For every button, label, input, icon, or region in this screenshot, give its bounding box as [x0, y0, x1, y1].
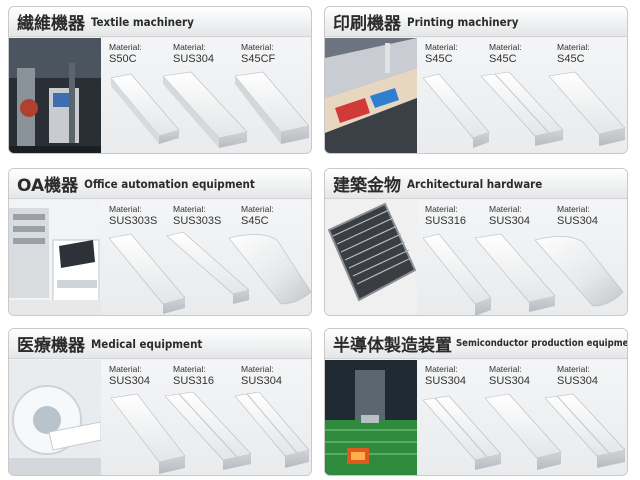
material-item: Material:SUS304 — [489, 364, 530, 387]
panel-header: 印刷機器 Printing machinery — [325, 7, 627, 37]
medical-scanner-photo — [9, 360, 101, 475]
material-item: Material:S45C — [557, 42, 590, 65]
metal-bar-part — [422, 73, 490, 148]
metal-bar-part — [162, 71, 248, 148]
panel-header: OA機器 Office automation equipment — [9, 169, 311, 199]
material-item: Material:SUS304 — [173, 42, 214, 65]
panel-textile-machinery: 繊維機器 Textile machinery Material:S50C Mat… — [8, 6, 312, 154]
metal-parts-illustration — [110, 392, 310, 474]
material-item: Material:S50C — [109, 42, 142, 65]
panel-header: 半導体製造装置 Semiconductor production equipme… — [325, 329, 627, 359]
metal-bar-part — [484, 393, 562, 470]
panel-title-en: Semiconductor production equipment — [456, 338, 628, 349]
architectural-grille-photo — [325, 200, 417, 315]
semiconductor-machine-photo — [325, 360, 417, 475]
metal-parts-illustration — [110, 71, 310, 148]
metal-bar-part — [422, 233, 492, 315]
panel-medical-equipment: 医療機器 Medical equipment Material:SUS304 M… — [8, 328, 312, 476]
panel-title-jp: 半導体製造装置 — [333, 336, 452, 356]
panel-header: 医療機器 Medical equipment — [9, 329, 311, 359]
panel-title-jp: 建築金物 — [333, 176, 401, 196]
panel-title-en: Printing machinery — [407, 14, 519, 29]
panel-title-jp: 医療機器 — [17, 336, 85, 356]
material-item: Material:SUS304 — [241, 364, 282, 387]
materials-area: Material:S45C Material:S45C Material:S45… — [417, 38, 627, 153]
panel-title-jp: OA機器 — [17, 176, 79, 196]
metal-bar-part — [544, 393, 626, 468]
office-equipment-photo — [9, 200, 101, 315]
metal-bar-part — [548, 71, 626, 146]
material-item: Material:SUS304 — [557, 204, 598, 227]
metal-bar-part — [110, 393, 186, 474]
metal-bar-part — [234, 71, 310, 144]
panel-title-en: Medical equipment — [91, 336, 203, 351]
materials-area: Material:SUS303S Material:SUS303S Materi… — [101, 200, 311, 315]
metal-bar-part — [108, 233, 186, 314]
panel-title-en: Architectural hardware — [407, 176, 543, 191]
panel-printing-machinery: 印刷機器 Printing machinery Material:S45C Ma… — [324, 6, 628, 154]
panel-office-automation: OA機器 Office automation equipment Materia… — [8, 168, 312, 316]
metal-bar-part — [422, 395, 502, 470]
metal-parts-illustration — [422, 233, 624, 315]
metal-bar-part — [164, 392, 252, 470]
panel-semiconductor-equipment: 半導体製造装置 Semiconductor production equipme… — [324, 328, 628, 476]
panel-title-en: Office automation equipment — [84, 176, 255, 191]
materials-area: Material:SUS316 Material:SUS304 Material… — [417, 200, 627, 315]
material-item: Material:SUS304 — [109, 364, 150, 387]
material-item: Material:S45C — [241, 204, 274, 227]
metal-parts-illustration — [422, 71, 626, 148]
textile-machine-photo — [9, 38, 101, 153]
metal-parts-illustration — [422, 393, 626, 470]
printing-machine-photo — [325, 38, 417, 153]
panel-header: 建築金物 Architectural hardware — [325, 169, 627, 199]
metal-bar-part — [110, 73, 180, 144]
material-item: Material:SUS304 — [425, 364, 466, 387]
material-item: Material:SUS316 — [173, 364, 214, 387]
panel-header: 繊維機器 Textile machinery — [9, 7, 311, 37]
panel-title-jp: 繊維機器 — [17, 14, 85, 34]
material-item: Material:SUS304 — [489, 204, 530, 227]
material-item: Material:S45CF — [241, 42, 276, 65]
materials-area: Material:S50C Material:SUS304 Material:S… — [101, 38, 311, 153]
material-item: Material:S45C — [425, 42, 458, 65]
metal-bar-part — [534, 236, 624, 307]
panel-title-jp: 印刷機器 — [333, 14, 401, 34]
metal-parts-illustration — [108, 232, 311, 314]
material-item: Material:SUS316 — [425, 204, 466, 227]
panel-architectural-hardware: 建築金物 Architectural hardware Material:SUS… — [324, 168, 628, 316]
metal-bar-part — [474, 233, 556, 312]
materials-area: Material:SUS304 Material:SUS304 Material… — [417, 360, 627, 475]
material-item: Material:SUS304 — [557, 364, 598, 387]
metal-bar-part — [166, 232, 250, 304]
panel-title-en: Textile machinery — [91, 14, 194, 29]
materials-area: Material:SUS304 Material:SUS316 Material… — [101, 360, 311, 475]
metal-bar-part — [228, 234, 311, 305]
material-item: Material:SUS303S — [173, 204, 222, 227]
material-item: Material:S45C — [489, 42, 522, 65]
metal-bar-part — [234, 392, 310, 468]
metal-bar-part — [480, 71, 564, 146]
material-item: Material:SUS303S — [109, 204, 158, 227]
